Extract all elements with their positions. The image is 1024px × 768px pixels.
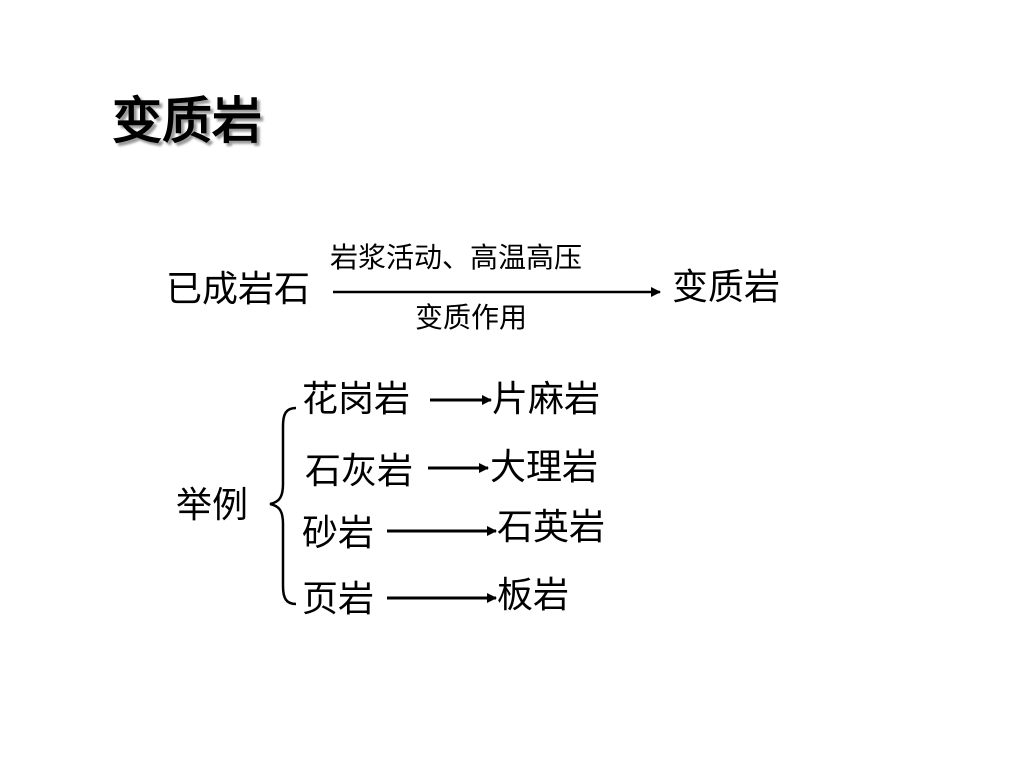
- process-condition-above: 岩浆活动、高温高压: [330, 241, 583, 274]
- process-condition-below: 变质作用: [415, 301, 528, 334]
- example-from-3: 砂岩: [302, 513, 375, 554]
- example-from-2: 石灰岩: [305, 451, 414, 492]
- example-from-1: 花岗岩: [302, 379, 411, 420]
- example-to-1: 片麻岩: [492, 379, 601, 420]
- example-to-2: 大理岩: [490, 447, 599, 488]
- example-to-3: 石英岩: [497, 507, 606, 548]
- examples-brace: [269, 406, 297, 606]
- example-from-4: 页岩: [302, 579, 375, 620]
- slide-title: 变质岩: [112, 91, 262, 150]
- example-to-4: 板岩: [497, 575, 570, 616]
- examples-label: 举例: [176, 485, 249, 526]
- process-source: 已成岩石: [166, 269, 311, 310]
- process-result: 变质岩: [672, 267, 781, 308]
